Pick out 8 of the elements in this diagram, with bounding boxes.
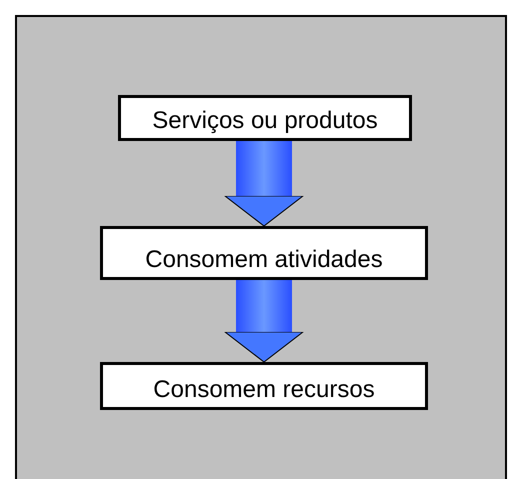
process-box xyxy=(118,95,412,141)
box-label: Consomem recursos xyxy=(153,376,375,404)
box-label: Serviços ou produtos xyxy=(152,107,378,135)
box-label: Consomem atividades xyxy=(145,246,383,274)
block-arrow xyxy=(224,280,304,362)
process-box xyxy=(100,226,428,280)
block-arrow xyxy=(224,141,304,226)
process-box xyxy=(100,362,428,410)
